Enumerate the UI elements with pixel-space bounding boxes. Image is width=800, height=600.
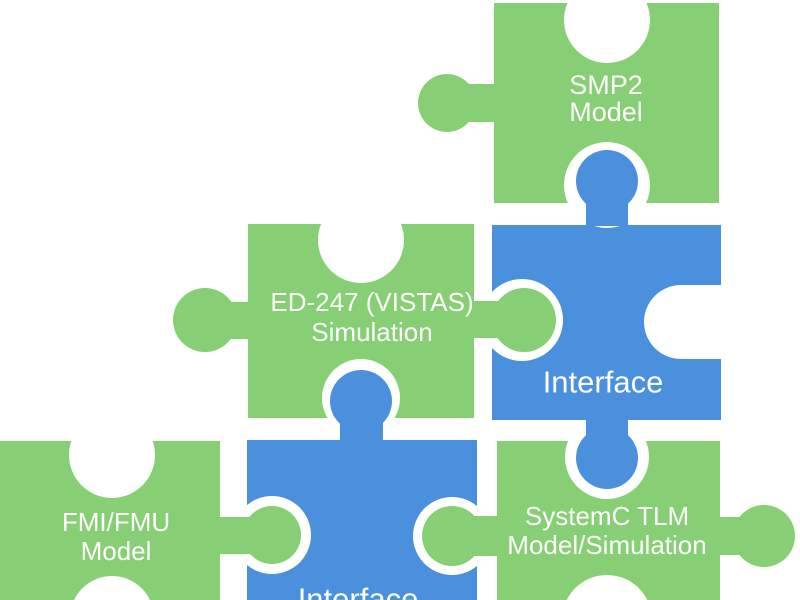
ed247-left-tab-knob	[173, 288, 237, 352]
fmi-top-hole	[69, 412, 155, 498]
fmi-right-tab-knob	[243, 506, 301, 564]
systemc-left-tab-knob	[422, 506, 482, 566]
smp2-label-line1: SMP2	[569, 70, 643, 100]
ed247-top-hole	[318, 197, 404, 283]
smp2-label-line2: Model	[569, 97, 643, 127]
interface-right-right-hole-neck	[681, 285, 723, 359]
ed247-label-line2: Simulation	[311, 317, 432, 347]
interface-right-top-knob	[576, 150, 638, 212]
ed247-right-tab-knob	[492, 288, 556, 352]
interface-right-bottom-knob	[576, 427, 638, 489]
fmi-label-line1: FMI/FMU	[62, 507, 170, 537]
fmi-bottom-hole	[74, 576, 150, 600]
fmi-label-line2: Model	[81, 536, 152, 566]
ed247-label-line1: ED-247 (VISTAS)	[270, 287, 473, 317]
smp2-top-hole	[564, 0, 650, 63]
interface-right-label: Interface	[543, 365, 664, 400]
smp2-left-tab-knob	[418, 74, 476, 132]
systemc-label-line2: Model/Simulation	[507, 530, 706, 560]
systemc-right-tab-knob	[733, 505, 795, 567]
blue-knobs	[330, 150, 638, 489]
interface-bottom-top-knob	[330, 370, 392, 432]
systemc-bottom-hole	[566, 575, 648, 600]
systemc-label-line1: SystemC TLM	[525, 501, 689, 531]
piece-labels: SMP2 Model ED-247 (VISTAS) Simulation In…	[62, 70, 707, 600]
interface-bottom-label: Interface	[298, 582, 419, 600]
green-knobs	[218, 288, 556, 566]
